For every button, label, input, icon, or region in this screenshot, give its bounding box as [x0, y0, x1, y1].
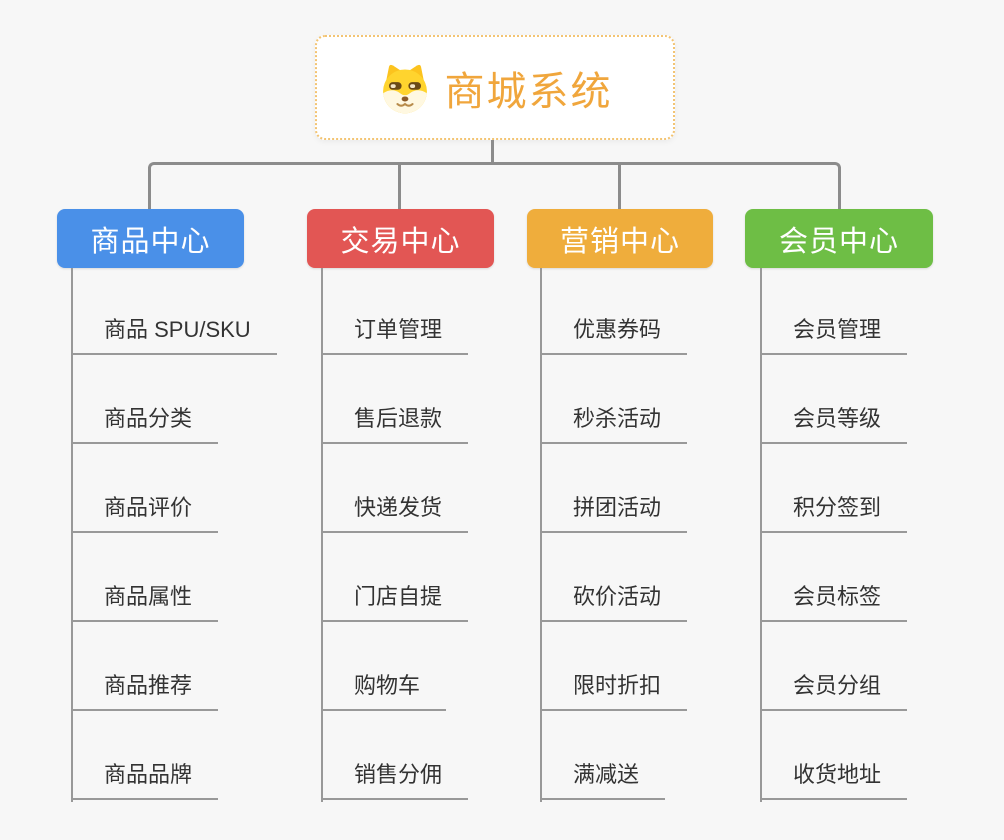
sub-item-limited-time-discount[interactable]: 限时折扣	[540, 671, 688, 711]
sub-item-product-category[interactable]: 商品分类	[71, 404, 219, 444]
sub-item-order-management[interactable]: 订单管理	[321, 315, 469, 355]
sub-item-member-tags[interactable]: 会员标签	[760, 582, 908, 622]
sub-item-flash-sale[interactable]: 秒杀活动	[540, 404, 688, 444]
sub-item-express-delivery[interactable]: 快递发货	[321, 493, 469, 533]
connector-drop-marketing	[618, 164, 621, 209]
sub-item-member-level[interactable]: 会员等级	[760, 404, 908, 444]
sub-item-group-buy[interactable]: 拼团活动	[540, 493, 688, 533]
connector-root-stem	[491, 140, 494, 164]
root-node[interactable]: 商城系统	[315, 35, 675, 140]
branch-node-marketing[interactable]: 营销中心	[527, 209, 713, 268]
connector-trunk-product	[71, 268, 73, 802]
root-title: 商城系统	[444, 69, 613, 114]
dog-face-icon	[382, 64, 427, 113]
sub-item-shipping-address[interactable]: 收货地址	[760, 760, 908, 800]
sub-item-points-checkin[interactable]: 积分签到	[760, 493, 908, 533]
connector-trunk-trade	[321, 268, 323, 802]
sub-item-bargain-activity[interactable]: 砍价活动	[540, 582, 688, 622]
sub-item-member-management[interactable]: 会员管理	[760, 315, 908, 355]
sub-item-product-spu-sku[interactable]: 商品 SPU/SKU	[71, 315, 277, 355]
connector-trunk-member	[760, 268, 762, 802]
branch-node-trade[interactable]: 交易中心	[307, 209, 494, 268]
connector-drop-trade	[398, 164, 401, 209]
sub-item-aftersale-refund[interactable]: 售后退款	[321, 404, 469, 444]
sub-item-product-review[interactable]: 商品评价	[71, 493, 219, 533]
branch-node-product[interactable]: 商品中心	[57, 209, 244, 268]
branch-node-member[interactable]: 会员中心	[745, 209, 933, 268]
sub-item-member-groups[interactable]: 会员分组	[760, 671, 908, 711]
connector-bus-left	[148, 162, 493, 209]
sub-item-product-attribute[interactable]: 商品属性	[71, 582, 219, 622]
sub-item-sales-commission[interactable]: 销售分佣	[321, 760, 469, 800]
connector-trunk-marketing	[540, 268, 542, 802]
connector-bus-right	[493, 162, 841, 209]
sub-item-shopping-cart[interactable]: 购物车	[321, 671, 447, 711]
sub-item-coupon-code[interactable]: 优惠券码	[540, 315, 688, 355]
sub-item-store-pickup[interactable]: 门店自提	[321, 582, 469, 622]
sub-item-product-brand[interactable]: 商品品牌	[71, 760, 219, 800]
sub-item-spend-and-save[interactable]: 满减送	[540, 760, 666, 800]
sub-item-product-recommend[interactable]: 商品推荐	[71, 671, 219, 711]
